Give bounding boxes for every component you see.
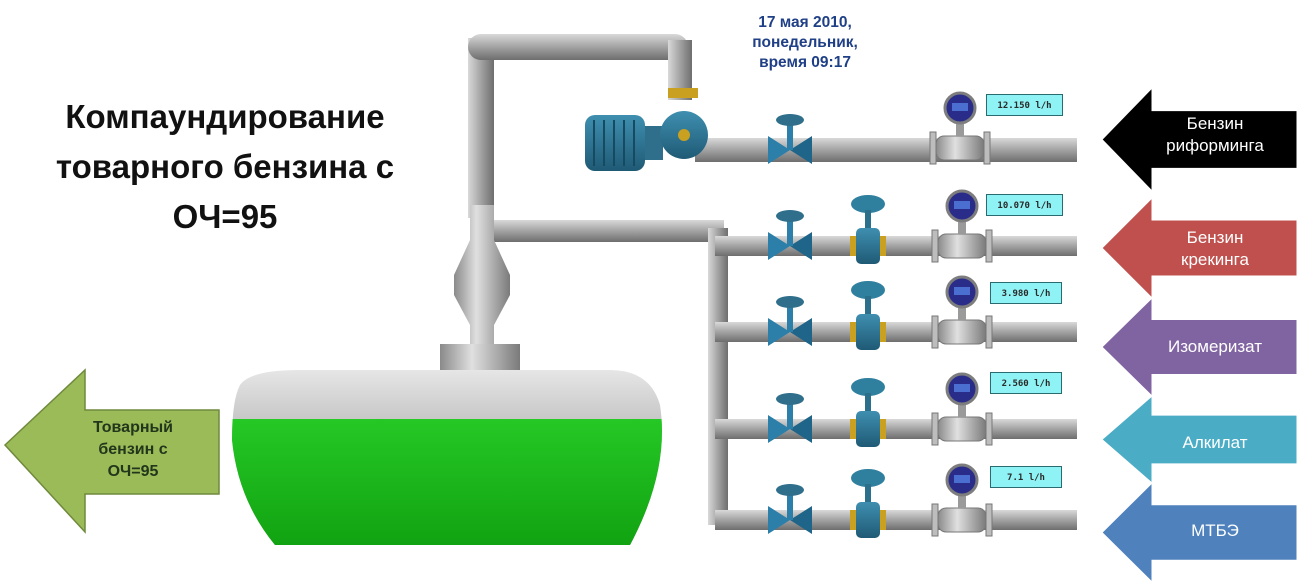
line-1-pipe <box>695 138 1077 162</box>
flow-indicator-3: 3.980 l/h <box>990 282 1062 304</box>
manifold-pipe <box>494 220 724 242</box>
top-pipe <box>468 34 688 60</box>
flow-indicator-4: 2.560 l/h <box>990 372 1062 394</box>
output-label-line3: ОЧ=95 <box>107 463 159 480</box>
output-label-line1: Товарный <box>93 419 173 436</box>
time-line: время 09:17 <box>759 54 851 71</box>
tank-liquid <box>232 419 662 545</box>
weekday-line: понедельник, <box>752 34 858 51</box>
flow-meter-5 <box>931 463 993 537</box>
feed-label-alkylate: Алкилат <box>1182 433 1248 452</box>
date-line: 17 мая 2010, <box>758 14 852 31</box>
flow-meter-2 <box>931 189 993 263</box>
hand-valve-2[interactable] <box>768 210 812 260</box>
hand-valve-3[interactable] <box>768 296 812 346</box>
hand-valve-5[interactable] <box>768 484 812 534</box>
flow-meter-1 <box>929 91 991 165</box>
tank-nozzle <box>440 344 520 374</box>
hand-valve-4[interactable] <box>768 393 812 443</box>
feed-arrow-alkylate <box>1101 394 1298 485</box>
control-valve-3[interactable] <box>850 281 886 350</box>
feed-label-cracking: Бензин крекинга <box>1140 227 1290 271</box>
output-arrow <box>3 368 220 534</box>
hand-valve-1[interactable] <box>768 114 812 164</box>
line-equipment <box>768 91 993 538</box>
feed-label-isomerate: Изомеризат <box>1167 337 1263 356</box>
feed-label-mtbe: МТБЭ <box>1191 521 1239 540</box>
storage-tank <box>232 205 662 545</box>
feed-label-reforming: Бензин риформинга <box>1140 113 1290 157</box>
riser-pipe <box>468 38 494 218</box>
datetime-display: 17 мая 2010, понедельник, время 09:17 <box>705 13 905 73</box>
feed-arrows <box>1101 86 1298 584</box>
mixer-cone <box>454 205 510 344</box>
control-valve-2[interactable] <box>850 195 886 264</box>
feed-label-reforming-line2: риформинга <box>1166 136 1264 155</box>
output-label-line2: бензин с <box>98 441 168 458</box>
pump-flange <box>668 88 698 98</box>
flow-indicator-2: 10.070 l/h <box>986 194 1063 216</box>
manifold-vertical-pipe <box>708 228 728 525</box>
feed-label-reforming-line1: Бензин <box>1186 114 1244 133</box>
flow-meter-3 <box>931 275 993 349</box>
feed-arrow-isomerate <box>1101 296 1298 398</box>
feed-arrow-mtbe <box>1101 481 1298 584</box>
page-title: Компаундирование товарного бензина с ОЧ=… <box>55 98 395 235</box>
feed-arrow-cracking <box>1101 196 1298 300</box>
feed-label-cracking-line1: Бензин <box>1186 228 1244 247</box>
feed-arrow-reforming <box>1101 86 1298 193</box>
flow-indicator-5: 7.1 l/h <box>990 466 1062 488</box>
control-valve-5[interactable] <box>850 469 886 538</box>
output-label: Товарный бензин с ОЧ=95 <box>68 417 198 483</box>
flow-indicator-1: 12.150 l/h <box>986 94 1063 116</box>
control-valve-4[interactable] <box>850 378 886 447</box>
flow-meter-4 <box>931 372 993 446</box>
feed-label-cracking-line2: крекинга <box>1181 250 1249 269</box>
pump <box>585 88 708 171</box>
